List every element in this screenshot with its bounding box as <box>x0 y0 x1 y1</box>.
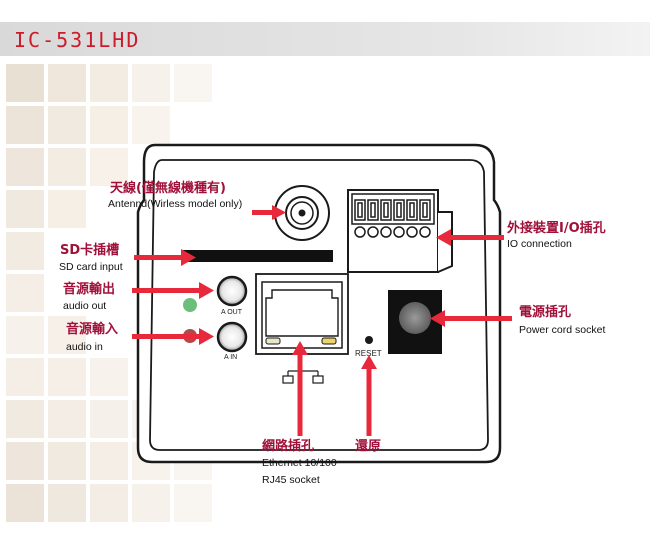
ethernet-arrow <box>292 341 308 436</box>
power-label-en: Power cord socket <box>519 324 606 336</box>
header-bar: IC-531LHD <box>0 22 650 56</box>
antenna-label-en: Antennd(Wirless model only) <box>108 198 243 210</box>
reset-pinhole <box>365 336 373 344</box>
sd-arrow <box>134 249 196 266</box>
audio-in-label-zh: 音源輸入 <box>66 322 119 337</box>
power-label-zh: 電源插孔 <box>519 305 572 320</box>
reset-label-zh: 還原 <box>355 439 382 454</box>
io-arrow <box>436 229 504 246</box>
io-terminal-block <box>347 189 453 273</box>
a-in-label: A IN <box>224 354 238 361</box>
sd-label-zh: SD卡插槽 <box>60 243 120 258</box>
green-led <box>183 298 197 312</box>
antenna-connector <box>274 185 330 241</box>
io-label-zh: 外接裝置I/O插孔 <box>507 221 606 236</box>
reset-panel-label: RESET <box>355 349 382 358</box>
rj45-port <box>255 273 349 355</box>
io-label-en: IO connection <box>507 238 572 250</box>
audio-in-label-en: audio in <box>66 341 103 353</box>
ethernet-label-zh: 網路插孔 <box>262 439 315 454</box>
a-out-label: A OUT <box>221 309 243 316</box>
ethernet-label-en-1: Ethernet 10/100 <box>262 457 337 469</box>
audio-in-jack <box>216 321 248 353</box>
page-title: IC-531LHD <box>14 28 141 52</box>
antenna-arrow <box>252 205 286 220</box>
audio-in-arrow <box>132 328 214 345</box>
reset-arrow <box>361 355 377 436</box>
audio-out-label-zh: 音源輸出 <box>63 282 116 297</box>
sd-card-slot <box>183 250 333 262</box>
power-socket <box>388 290 442 354</box>
sd-label-en: SD card input <box>59 261 123 273</box>
audio-out-jack <box>216 275 248 307</box>
audio-out-label-en: audio out <box>63 300 107 312</box>
power-arrow <box>430 310 512 327</box>
audio-out-arrow <box>132 282 214 299</box>
antenna-label-zh: 天線(僅無線機種有) <box>110 181 226 196</box>
ethernet-label-en-2: RJ45 socket <box>262 474 320 486</box>
